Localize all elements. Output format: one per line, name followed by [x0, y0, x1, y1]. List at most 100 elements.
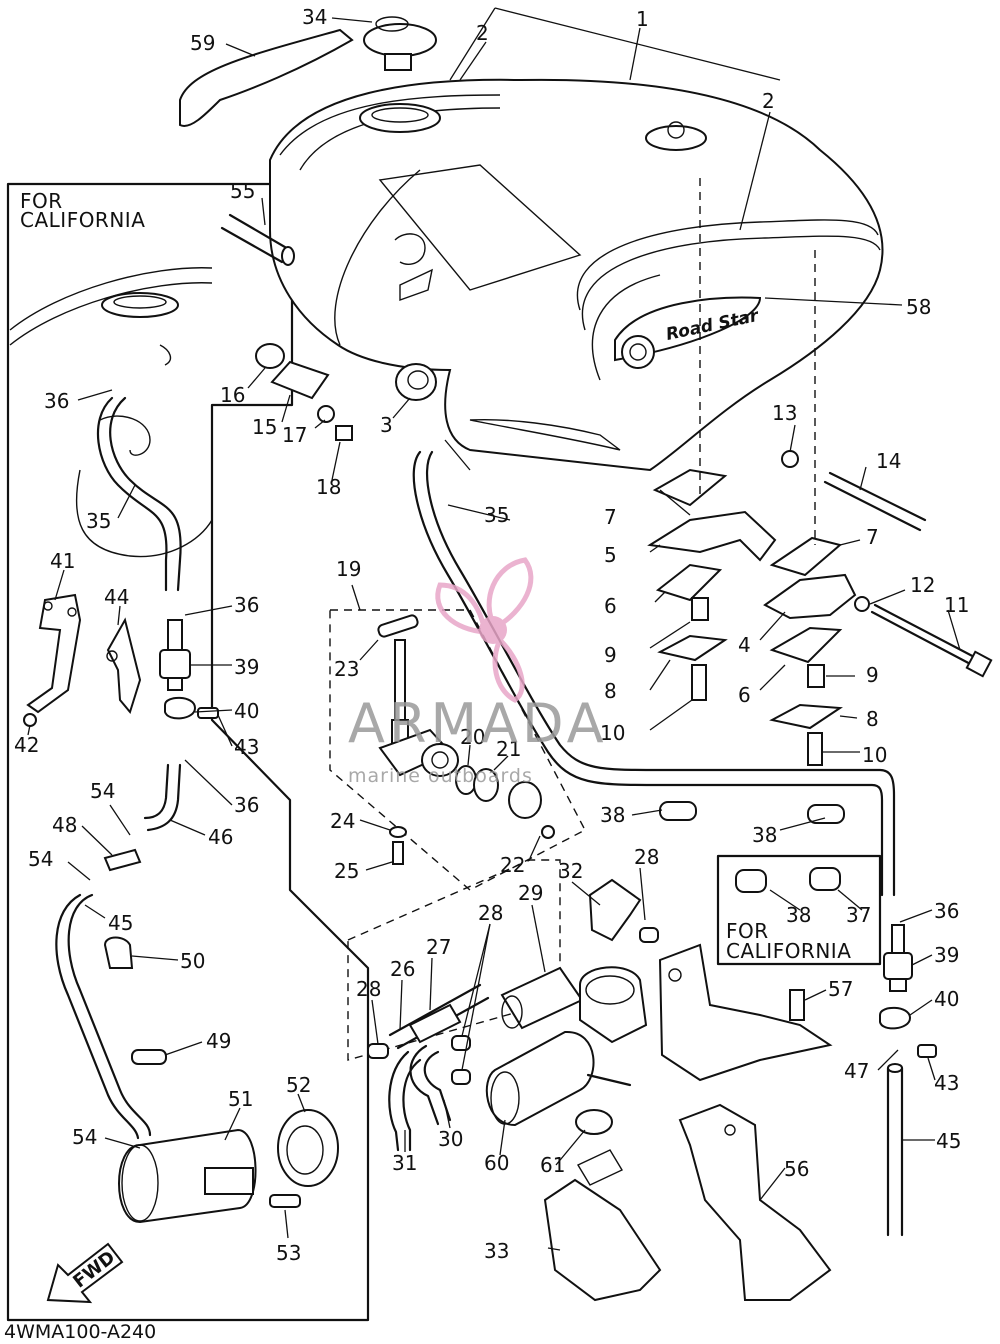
callout-36a: 36 [44, 389, 69, 413]
callout-60: 60 [484, 1151, 509, 1175]
propeller-blade-left [435, 582, 489, 635]
callout-46: 46 [208, 825, 233, 849]
washer-12 [854, 596, 870, 612]
callout-16: 16 [220, 383, 245, 407]
callout-3: 3 [380, 413, 393, 437]
fuel-cock-19 [378, 639, 459, 777]
clamp-28-d [639, 927, 659, 943]
clip-50 [103, 936, 134, 969]
bolt-10-left [691, 664, 707, 701]
pad-6-right [769, 626, 843, 664]
filler-cap-34 [363, 16, 437, 71]
callout-19: 19 [336, 557, 361, 581]
callout-50: 50 [180, 949, 205, 973]
callout-45a: 45 [108, 911, 133, 935]
hose-46 [146, 763, 182, 832]
callout-27: 27 [426, 935, 451, 959]
clamp-38-california [735, 869, 767, 893]
propeller-hub [479, 616, 507, 644]
watermark-brand: ARMADA [348, 692, 608, 755]
damper-16 [255, 343, 285, 369]
callout-5: 5 [604, 543, 617, 567]
callout-labels: 1 2 2 3 4 5 6 6 7 7 8 8 9 9 10 10 11 12 … [14, 5, 969, 1265]
callout-24: 24 [330, 809, 355, 833]
callout-8a: 8 [604, 679, 617, 703]
callout-34: 34 [302, 5, 327, 29]
clamp-37-california [809, 867, 841, 891]
bracket-41 [26, 593, 82, 714]
callout-40b: 40 [934, 987, 959, 1011]
callout-28b: 28 [478, 901, 503, 925]
callout-56: 56 [784, 1157, 809, 1181]
callout-48: 48 [52, 813, 77, 837]
callout-4: 4 [738, 633, 751, 657]
callout-10a: 10 [600, 721, 625, 745]
callout-39a: 39 [234, 655, 259, 679]
callout-8b: 8 [866, 707, 879, 731]
callout-17: 17 [282, 423, 307, 447]
california-panel-label-line2: CALIFORNIA [20, 208, 145, 232]
callout-36d: 36 [934, 899, 959, 923]
callout-20: 20 [460, 725, 485, 749]
callout-30: 30 [438, 1127, 463, 1151]
hose-30 [409, 1044, 452, 1126]
callout-7a: 7 [604, 505, 617, 529]
forward-direction-arrow: FWD [46, 1242, 124, 1304]
callout-14: 14 [876, 449, 901, 473]
callout-44: 44 [104, 585, 129, 609]
hose-55 [220, 213, 295, 266]
callout-26: 26 [390, 957, 415, 981]
hose-35 [425, 450, 896, 897]
o-ring-21 [473, 768, 499, 802]
bracket-56 [658, 943, 833, 1301]
callout-43a: 43 [234, 735, 259, 759]
fuel-filter-29 [500, 966, 584, 1030]
washer-24 [389, 826, 407, 838]
fuel-tank-1: Road Star [269, 78, 884, 472]
armada-watermark: ARMADA marine outboards [348, 557, 608, 787]
callout-1: 1 [636, 7, 649, 31]
hose-31 [388, 1050, 422, 1152]
nut-18 [335, 425, 353, 441]
cover-33 [543, 1149, 662, 1302]
collar-9-left [691, 597, 709, 621]
callout-32: 32 [558, 859, 583, 883]
callout-39b: 39 [934, 943, 959, 967]
california-panel-border [6, 182, 370, 1322]
pad-7-upper [652, 468, 728, 507]
callout-58: 58 [906, 295, 931, 319]
bracket-4 [763, 573, 857, 620]
watermark-tagline: marine outboards [348, 765, 533, 787]
fitting-27 [408, 1003, 462, 1044]
bolt-43-right [917, 1044, 937, 1058]
callout-36b: 36 [234, 593, 259, 617]
assembly-19-outline [329, 609, 586, 891]
bolt-53 [269, 1194, 301, 1208]
filter-23 [377, 614, 419, 638]
fuel-pump-60 [485, 1030, 632, 1127]
callout-29: 29 [518, 881, 543, 905]
leader-lines [27, 7, 961, 1251]
pad-6-left [655, 563, 723, 602]
clamp-28-c [451, 1069, 471, 1085]
canister-51 [118, 1128, 257, 1224]
callout-53: 53 [276, 1241, 301, 1265]
callout-45b: 45 [936, 1129, 961, 1153]
pad-59 [179, 28, 354, 127]
clamp-28-b [451, 1035, 471, 1051]
rod-14 [823, 480, 922, 532]
propeller-logo [435, 557, 534, 703]
callout-11: 11 [944, 593, 969, 617]
bracket-44 [106, 617, 142, 715]
bolt-43-left [197, 707, 219, 719]
screw-42 [23, 713, 37, 727]
california-hose-35 [109, 396, 182, 592]
callout-54c: 54 [72, 1125, 97, 1149]
cover-52 [277, 1109, 339, 1187]
bracket-5 [647, 510, 777, 562]
callout-10b: 10 [862, 743, 887, 767]
callout-40a: 40 [234, 699, 259, 723]
valve-39-right [883, 924, 913, 992]
callout-2b: 2 [762, 89, 775, 113]
